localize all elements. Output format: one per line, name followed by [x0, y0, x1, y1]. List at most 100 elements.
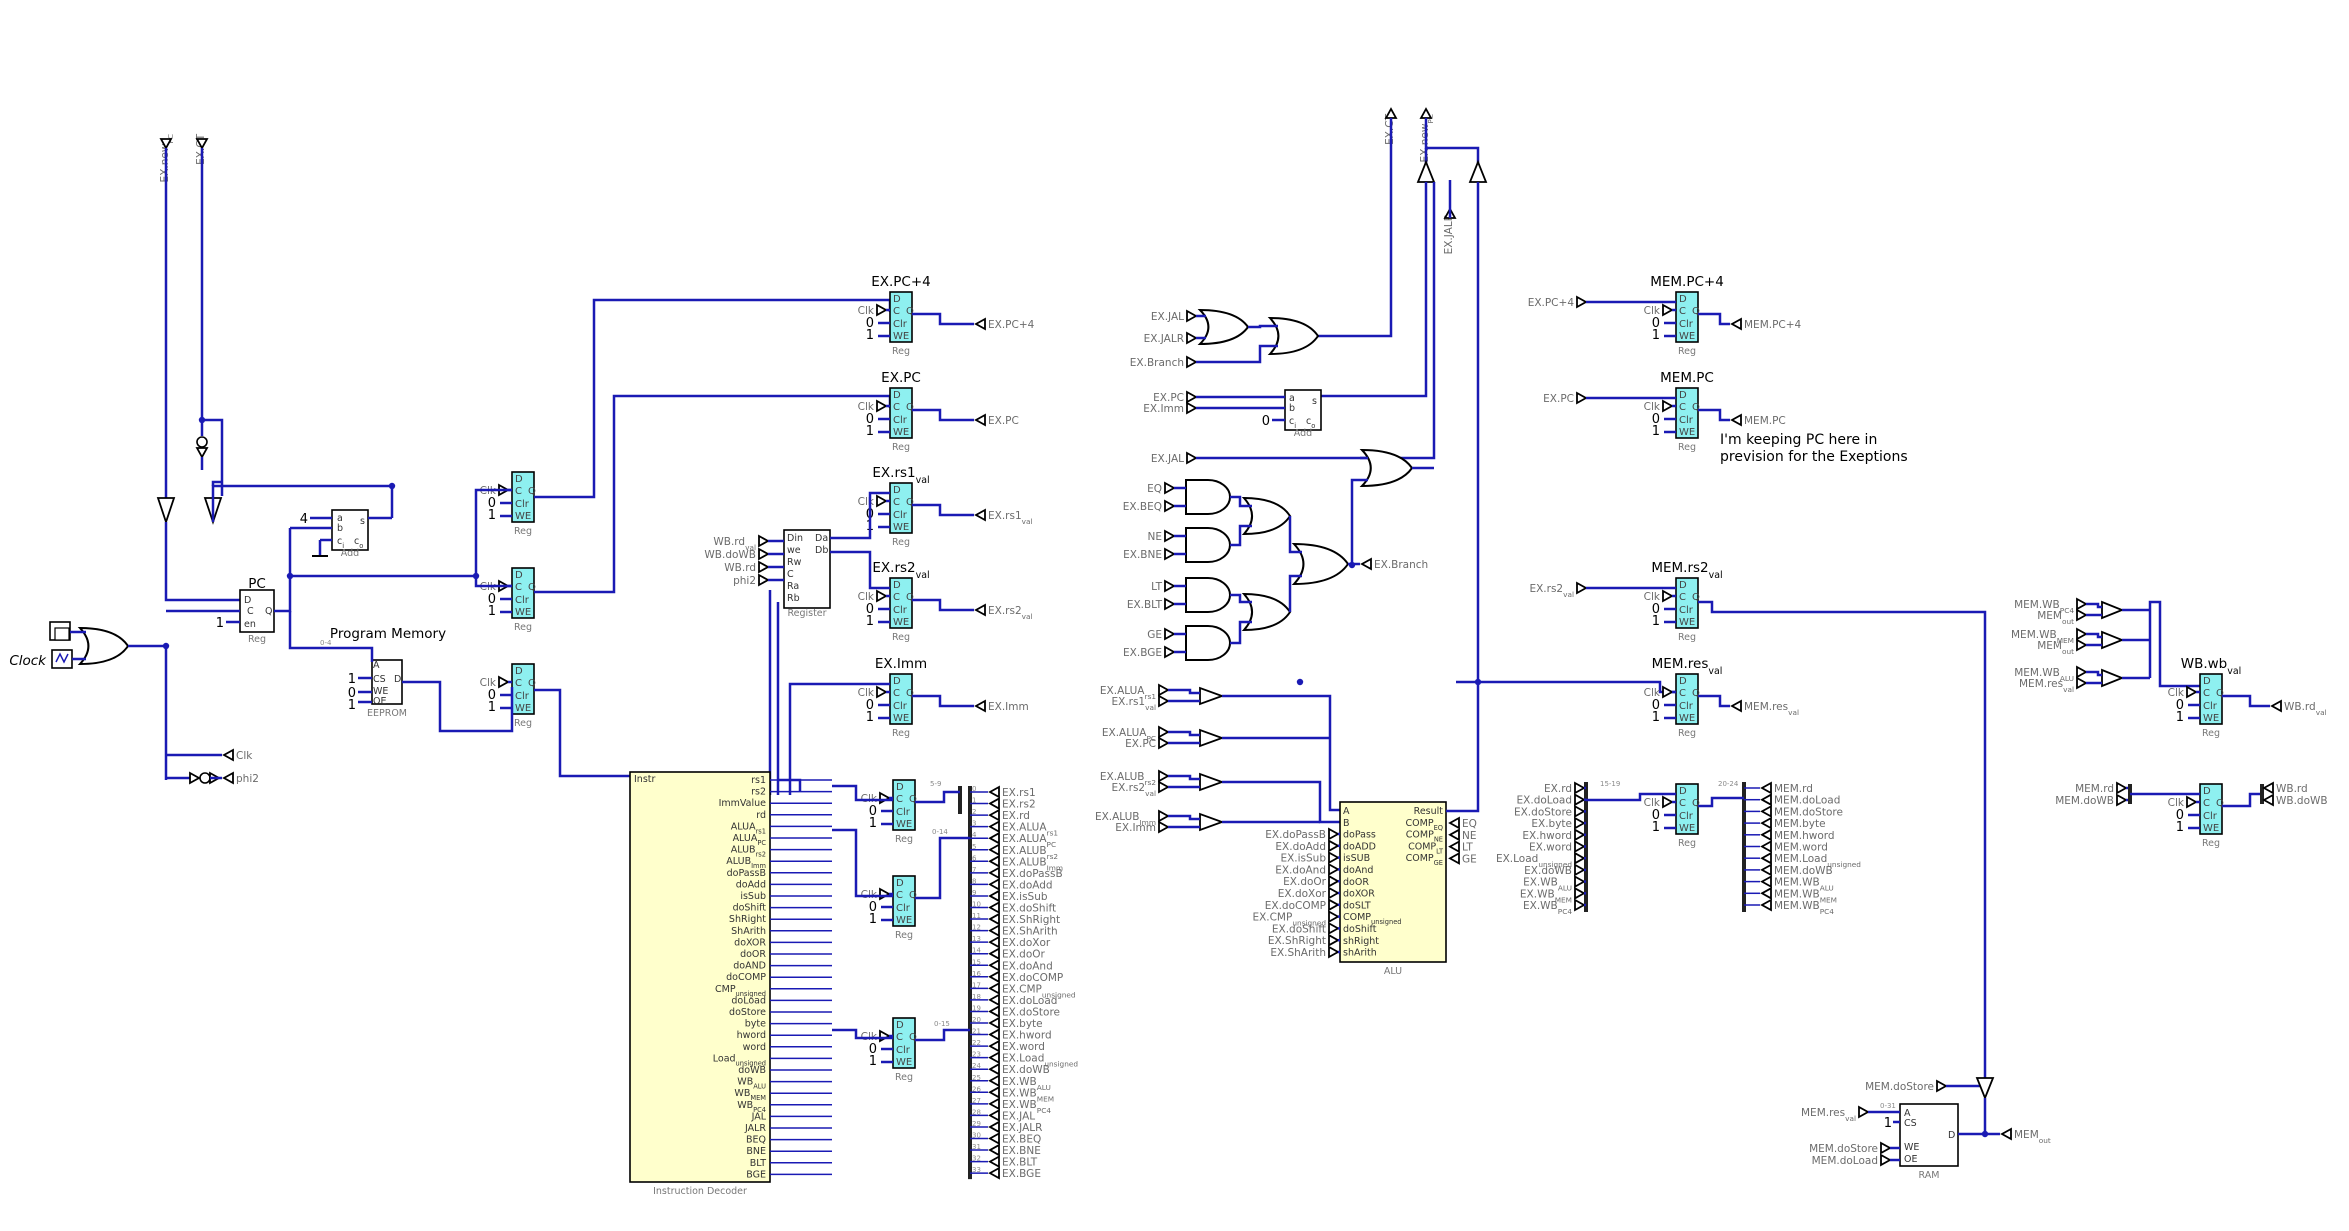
tunnel-arrow-icon	[876, 303, 888, 317]
wire	[1288, 516, 1302, 554]
bus-index: 30	[972, 1132, 981, 1140]
alu-mux-sel-1: EX.ALUAPC	[1102, 727, 1156, 743]
tunnel-arrow-icon	[1164, 645, 1176, 659]
clk-label: Clk	[1644, 401, 1661, 413]
alu-caption: ALU	[1384, 966, 1402, 977]
tunnel-arrow-icon	[879, 887, 891, 901]
bus-index: 3	[972, 820, 976, 828]
pin-we: WE	[1679, 427, 1695, 438]
mem-ctrl-output-0: MEM.rd	[1774, 783, 1813, 795]
alu-mux-sel-0: EX.ALUArs1	[1100, 685, 1156, 701]
register-title: EX.PC+4	[871, 274, 931, 290]
decoder-output-19: doLoad	[731, 995, 766, 1006]
pin-we: WE	[2203, 823, 2219, 834]
tunnel-arrow-icon	[1760, 839, 1772, 854]
bus-index: 0	[972, 785, 976, 793]
bus-index: 19	[972, 1004, 981, 1012]
bus-index: 14	[972, 947, 981, 955]
eeprom-const-one: 1	[348, 698, 356, 713]
clk-label: Clk	[2168, 797, 2185, 809]
const-zero: 0	[488, 592, 496, 607]
wb-mux-triangle-icon	[2101, 630, 2125, 650]
decoder-output-1: rs2	[751, 787, 766, 798]
register-caption: Reg	[892, 537, 910, 548]
eeprom-const-one: 1	[348, 672, 356, 687]
adder-pin-ci: ci	[337, 536, 344, 550]
wire	[2088, 670, 2102, 677]
tunnel-arrow-icon	[1936, 1079, 1948, 1093]
const-zero: 0	[866, 316, 874, 331]
pin-clr: Clr	[893, 701, 908, 712]
wire-junction	[1348, 561, 1356, 569]
decoder-output-33: BLT	[750, 1158, 767, 1169]
tunnel-arrow-icon	[988, 1131, 1000, 1146]
alu-flag-output-2: LT	[1462, 842, 1473, 854]
inverter-bubble	[199, 772, 211, 784]
pin-clr: Clr	[515, 691, 530, 702]
tunnel-arrow-icon	[1574, 863, 1586, 877]
pin-we: WE	[896, 1057, 912, 1068]
tunnel-arrow-icon	[2116, 793, 2128, 807]
wire	[1698, 408, 1730, 422]
pin-d: D	[893, 294, 901, 305]
jal-second-input: EX.JAL	[1151, 453, 1184, 465]
wire-junction	[388, 482, 396, 490]
tunnel-arrow-icon	[1760, 816, 1772, 830]
clock-label: Clock	[9, 653, 47, 669]
branch-or-gate	[1267, 316, 1320, 356]
wb-ctrl-input-rd: MEM.rd	[2075, 783, 2114, 795]
ex-output-12: EX.ShArith	[1002, 926, 1058, 938]
decoder-output-20: doStore	[729, 1007, 766, 1018]
tunnel-arrow-icon	[1574, 804, 1586, 818]
pin-c: C	[893, 306, 900, 317]
tunnel-arrow-icon	[758, 573, 770, 587]
tunnel-arrow-icon	[1186, 331, 1198, 345]
const-one: 1	[869, 1054, 877, 1069]
alu-pin-3: doADD	[1343, 841, 1376, 852]
register-caption: Reg	[1678, 346, 1696, 357]
tunnel-arrow-icon	[988, 924, 1000, 938]
bus-index: 2	[972, 808, 976, 816]
bus-index: 10	[972, 901, 981, 909]
ram-pin-we: WE	[1904, 1142, 1919, 1153]
tunnel-arrow-icon	[1186, 309, 1198, 323]
decoder-output-17: doCOMP	[726, 972, 766, 983]
wire	[1698, 312, 1730, 326]
register-caption: Reg	[1678, 632, 1696, 643]
regfile-pin-db: Db	[815, 545, 828, 556]
ex-adder-pin-s: s	[1312, 396, 1317, 407]
wire	[1170, 730, 1200, 737]
decoder-output-30: JALR	[744, 1123, 766, 1134]
eeprom-pin-oe: OE	[373, 696, 386, 707]
tunnel-arrow-icon	[988, 854, 1000, 868]
alu-pin-12: shArith	[1343, 948, 1377, 959]
register-caption: Reg	[892, 728, 910, 739]
tunnel-arrow-icon	[988, 797, 1000, 811]
pin-clr: Clr	[2203, 811, 2218, 822]
bus-index: 13	[972, 935, 981, 943]
pin-clr: Clr	[896, 1045, 911, 1056]
pin-c: C	[2203, 798, 2210, 809]
pc-adder	[331, 509, 369, 551]
ex-output-7: EX.doPassB	[1002, 868, 1063, 880]
tunnel-arrow-icon	[988, 785, 1000, 799]
mem-ctrl-output-4: MEM.hword	[1774, 830, 1835, 842]
alu-input-8: EX.doShift	[1272, 923, 1326, 935]
tunnel-arrow-icon	[1164, 547, 1176, 561]
tunnel-arrow-icon	[988, 877, 1000, 891]
tunnel-arrow-icon	[1880, 1141, 1892, 1155]
register-file	[783, 529, 831, 609]
alu-input-4: EX.doOr	[1283, 876, 1327, 888]
tunnel-arrow-icon	[1158, 694, 1170, 708]
tunnel-arrow-icon	[988, 843, 1000, 857]
clk-label: Clk	[1644, 305, 1661, 317]
register-caption: Reg	[2202, 728, 2220, 739]
program-memory-title: Program Memory	[330, 626, 446, 642]
tunnel-arrow-icon	[988, 935, 1000, 949]
mem-ctrl-output-3: MEM.byte	[1774, 818, 1826, 830]
alu-mux-in-0: EX.rs1val	[1111, 696, 1156, 712]
tunnel-arrow-icon	[879, 791, 891, 805]
ex-adder-pin-b: b	[1289, 403, 1295, 414]
pin-c: C	[1679, 306, 1686, 317]
